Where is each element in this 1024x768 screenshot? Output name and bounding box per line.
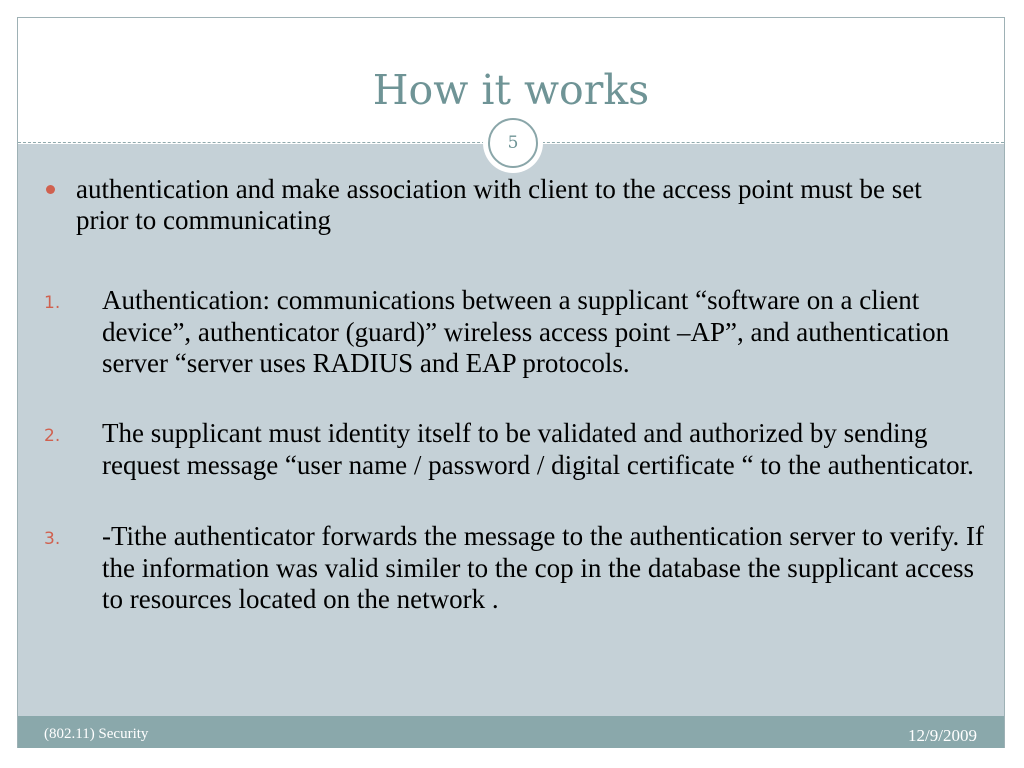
- numbered-item-text: The supplicant must identity itself to b…: [102, 418, 974, 480]
- slide-number: 5: [488, 118, 538, 168]
- numbered-item-2: 2. The supplicant must identity itself t…: [44, 418, 984, 481]
- numbered-item-3: 3. -Tithe authenticator forwards the mes…: [44, 521, 984, 616]
- numbered-item-marker: 1.: [44, 293, 61, 313]
- footer-title: (802.11) Security: [44, 726, 149, 742]
- numbered-item-text: Authentication: communications between a…: [102, 285, 950, 378]
- footer-date: 12/9/2009: [908, 726, 977, 745]
- bullet-dot-icon: [46, 185, 55, 194]
- numbered-item-marker: 3.: [44, 529, 61, 549]
- numbered-item-text: -Tithe authenticator forwards the messag…: [102, 521, 984, 614]
- content-area: [18, 144, 1004, 716]
- numbered-item-marker: 2.: [44, 426, 61, 446]
- slide-title: How it works: [372, 66, 650, 114]
- footer-bar: [18, 716, 1004, 748]
- bullet-text: authentication and make association with…: [76, 174, 922, 235]
- numbered-item-1: 1. Authentication: communications betwee…: [44, 285, 984, 380]
- bullet-item: authentication and make association with…: [46, 174, 976, 236]
